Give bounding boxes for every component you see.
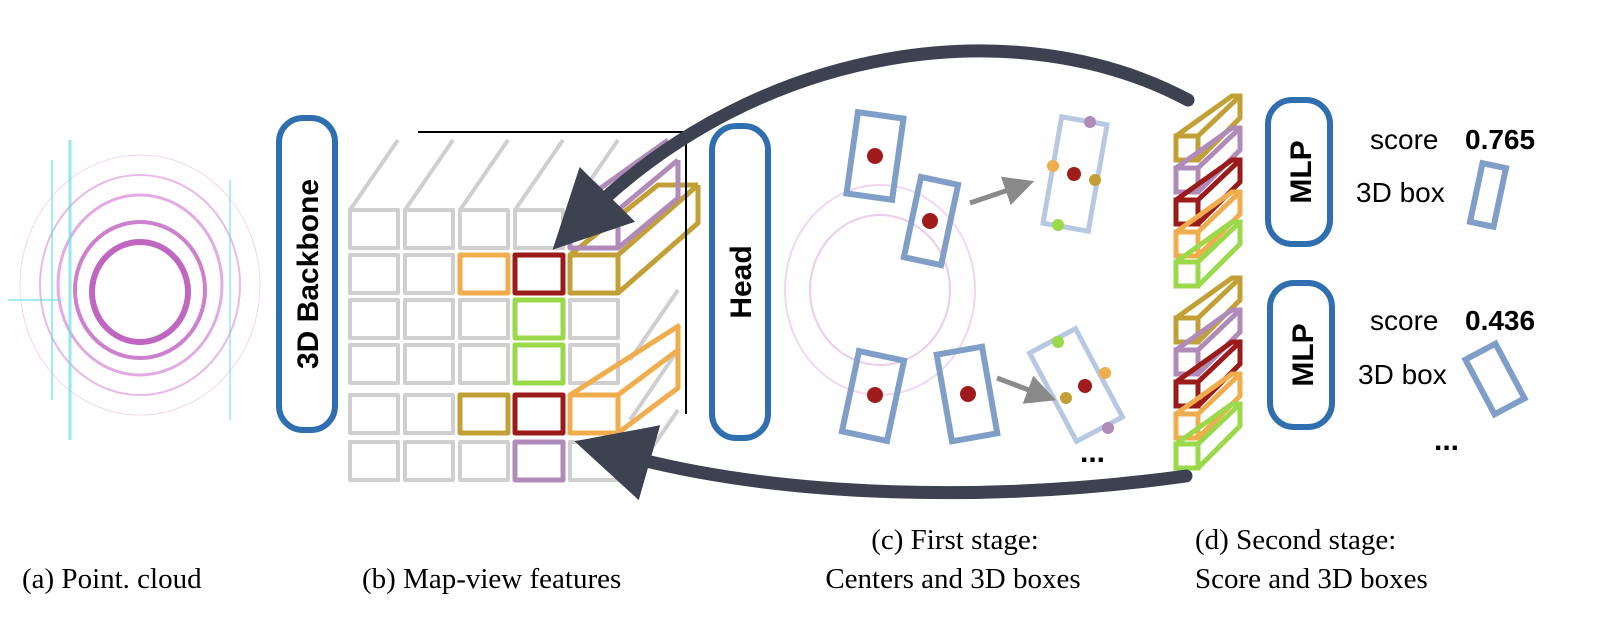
backbone-module — [276, 115, 338, 433]
box-label-top: 3D box — [1356, 177, 1445, 208]
mlp-label-top: MLP — [1285, 140, 1318, 203]
caption-c-line1: (c) First stage: — [871, 524, 1039, 556]
point-cloud-image — [8, 140, 261, 440]
head-module — [709, 123, 771, 441]
mlp-module-bottom — [1267, 280, 1335, 430]
feedback-arrow-bottom — [574, 425, 1193, 501]
score-value-top: 0.765 — [1465, 124, 1535, 155]
second-stage-feature-stack-top — [1173, 93, 1243, 289]
score-value-bottom: 0.436 — [1465, 305, 1535, 336]
map-view-feature-grid — [348, 131, 701, 483]
first-stage-panel — [784, 108, 1126, 445]
output-box-icon-top — [1466, 159, 1510, 231]
caption-c-line2: Centers and 3D boxes — [825, 563, 1080, 595]
first-stage-ellipsis: ... — [1080, 436, 1105, 469]
backbone-label: 3D Backbone — [292, 179, 325, 369]
feedback-arrow-top — [552, 44, 1195, 250]
caption-d-line1: (d) Second stage: — [1195, 524, 1396, 556]
second-stage-feature-stack-bottom — [1173, 275, 1243, 471]
score-label-bottom: score — [1370, 305, 1438, 336]
score-label-top: score — [1370, 124, 1438, 155]
head-label: Head — [725, 245, 758, 318]
caption-d-line2: Score and 3D boxes — [1195, 563, 1428, 595]
output-box-icon-bottom — [1461, 339, 1529, 419]
outputs-ellipsis: ... — [1434, 424, 1459, 457]
box-label-bottom: 3D box — [1358, 359, 1447, 390]
mlp-label-bottom: MLP — [1287, 323, 1320, 386]
mlp-module-top — [1265, 97, 1333, 247]
caption-a: (a) Point. cloud — [22, 563, 202, 595]
caption-b: (b) Map-view features — [362, 563, 621, 595]
